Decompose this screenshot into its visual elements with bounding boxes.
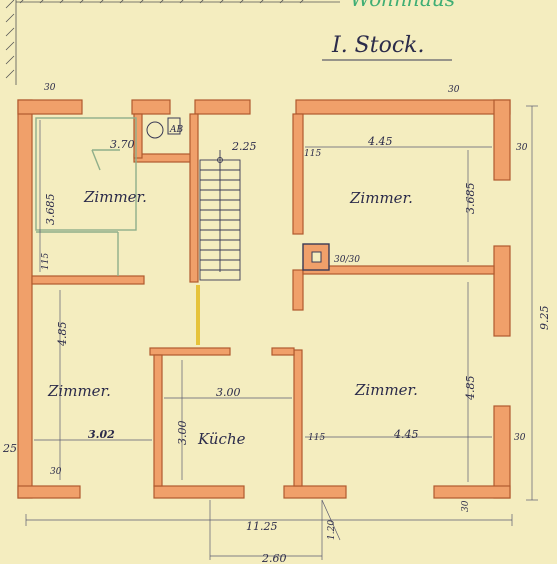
bath-fixtures [146, 117, 181, 139]
dim-entry-width: 2.60 [261, 552, 287, 564]
dim-wall-115-top: 115 [304, 149, 321, 159]
dim-right-total: 9.25 [538, 306, 551, 331]
dim-wall-30-bottom-left: 30 [50, 467, 62, 477]
site-hatching [5, 0, 340, 85]
page-title: I. Stock. [331, 33, 424, 58]
dim-wall-30-right-upper: 30 [516, 143, 528, 153]
sketch-lines [35, 117, 137, 276]
dim-wall-30-bottom-right: 30 [461, 500, 471, 512]
dim-wall-30-top-right: 30 [448, 85, 460, 95]
room-label-kitchen: Küche [197, 430, 246, 448]
dim-bottom-right-width: 4.45 [393, 428, 419, 441]
dim-wall-115-bottom: 115 [308, 433, 325, 443]
room-label-bottom-left: Zimmer. [47, 382, 111, 400]
dim-entry-depth: 1.20 [327, 520, 337, 540]
dim-wall-115-left: 115 [41, 253, 51, 270]
dim-top-left-height: 3.685 [44, 194, 57, 226]
dim-wall-30-top-left: 30 [44, 83, 56, 93]
dim-total-width: 11.25 [246, 520, 278, 533]
label-ab: AB [169, 125, 183, 135]
inner-walls [31, 113, 495, 487]
dim-stair-width: 2.25 [231, 140, 257, 153]
staircase [199, 150, 241, 281]
dimension-lines [25, 105, 538, 560]
dim-wall-30-right-lower: 30 [514, 433, 526, 443]
dim-top-right-width: 4.45 [367, 135, 393, 148]
dim-bottom-right-height: 4.85 [464, 376, 477, 402]
dim-left-edge: 25 [2, 442, 17, 455]
room-label-top-right: Zimmer. [349, 189, 413, 207]
header-fragment: Wohnhaus [350, 0, 455, 11]
dim-bottom-left-width: 3.02 [88, 428, 115, 441]
dim-top-right-height: 3.685 [464, 183, 477, 215]
dim-chimney: 30/30 [334, 255, 360, 265]
dim-top-left-width: 3.70 [110, 138, 135, 151]
dim-bottom-left-height: 4.85 [56, 322, 69, 348]
dim-kitchen-height: 3.00 [176, 421, 189, 446]
room-label-top-left: Zimmer. [83, 188, 147, 206]
room-label-bottom-right: Zimmer. [354, 381, 418, 399]
outer-walls [17, 99, 511, 499]
dim-kitchen-width: 3.00 [216, 386, 241, 399]
